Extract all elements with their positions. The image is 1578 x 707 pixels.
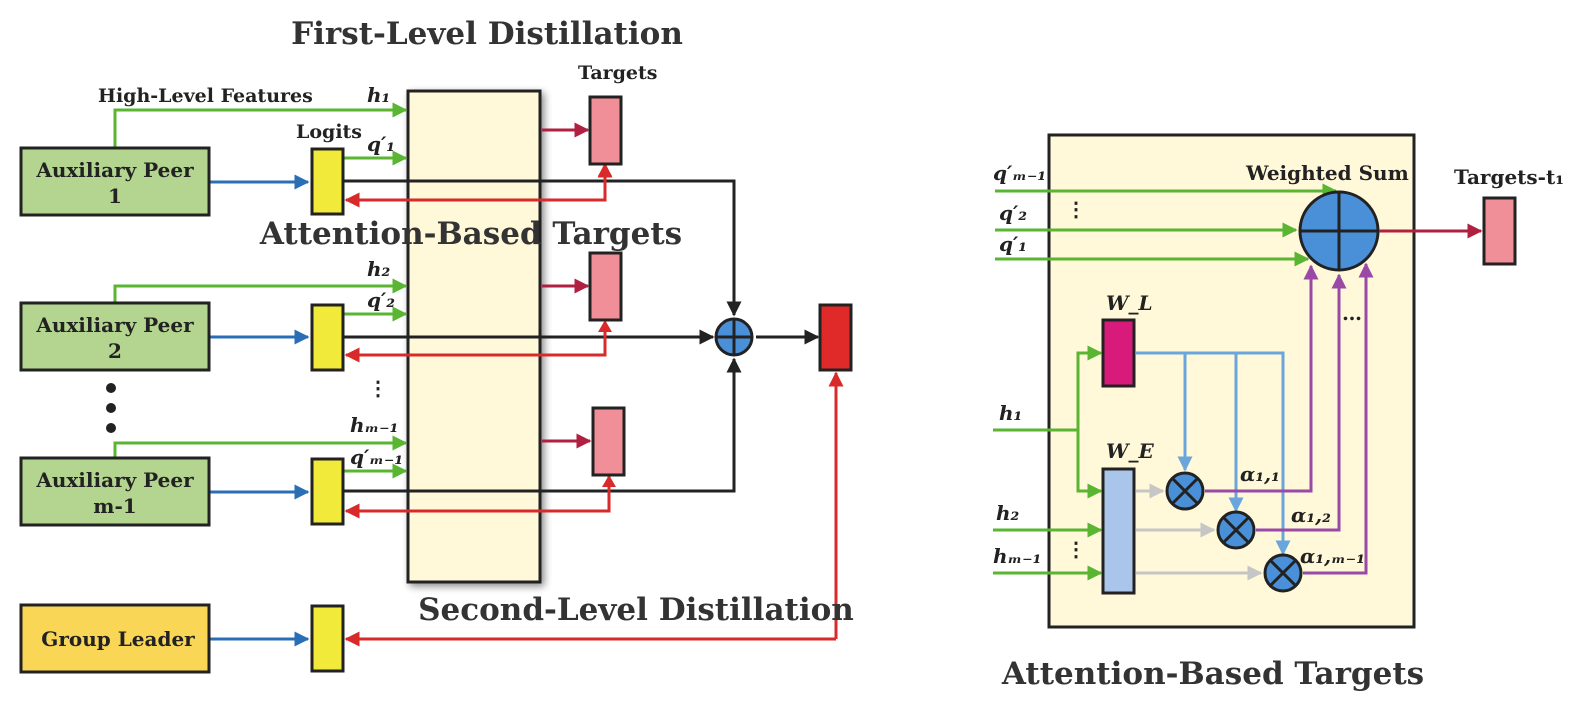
attention-based-targets-title: Attention-Based Targets bbox=[1001, 656, 1424, 692]
multiply-node-m-1 bbox=[1263, 553, 1303, 593]
first-level-title: First-Level Distillation bbox=[291, 16, 683, 52]
second-level-title: Second-Level Distillation bbox=[418, 592, 854, 628]
logit-boxes bbox=[310, 147, 345, 673]
target-boxes bbox=[588, 95, 626, 477]
q-1-input-label: q′₁ bbox=[999, 232, 1027, 256]
high-level-feature-lines bbox=[113, 102, 408, 479]
wl-matrix bbox=[1101, 318, 1136, 388]
peer-label: Auxiliary Peer bbox=[35, 313, 194, 337]
logit-to-sum-lines bbox=[344, 179, 820, 493]
target-1 bbox=[588, 95, 623, 166]
peer-index: 2 bbox=[108, 339, 122, 363]
h-input-lines bbox=[993, 345, 1103, 581]
logit-m-1 bbox=[310, 457, 345, 526]
qm1-label: q′ₘ₋₁ bbox=[350, 445, 403, 469]
left-diagram: Auxiliary Peer 1 Auxiliary Peer 2 Auxili… bbox=[19, 16, 854, 674]
logit-leader bbox=[310, 604, 345, 673]
multiply-node-2 bbox=[1216, 510, 1256, 550]
we-label: W_E bbox=[1106, 439, 1154, 463]
targets-t1-label: Targets-t₁ bbox=[1454, 165, 1564, 189]
we-output-lines bbox=[1136, 483, 1263, 581]
h-m-1-input-label: hₘ₋₁ bbox=[993, 544, 1041, 568]
right-diagram: Weighted Sum Targets-t₁ q′ₘ₋₁ q′₂ q′₁ ⋮ … bbox=[993, 133, 1564, 692]
peer-logit-arrows bbox=[210, 174, 310, 647]
q2-label: q′₂ bbox=[367, 288, 395, 312]
sum-node bbox=[714, 317, 754, 357]
alpha-1-m-1-label: α₁,ₘ₋₁ bbox=[1300, 544, 1365, 568]
q-m-1-input-label: q′ₘ₋₁ bbox=[993, 161, 1046, 185]
peer-ellipsis-dots bbox=[106, 383, 116, 433]
auxiliary-peer-1: Auxiliary Peer 1 bbox=[19, 146, 211, 217]
target-up-arrowheads bbox=[598, 164, 616, 487]
target-2 bbox=[588, 251, 623, 322]
peer-index: m-1 bbox=[93, 494, 136, 518]
weighted-sum-label: Weighted Sum bbox=[1245, 161, 1409, 185]
panel-to-target-arrows bbox=[542, 122, 592, 449]
high-level-features-label: High-Level Features bbox=[98, 85, 313, 107]
peer-label: Auxiliary Peer bbox=[35, 158, 194, 182]
attention-based-targets-overlay: Attention-Based Targets bbox=[259, 216, 682, 252]
weighted-sum-node bbox=[1298, 190, 1380, 272]
alpha-1-2-label: α₁,₂ bbox=[1291, 503, 1331, 527]
target-t1 bbox=[1482, 196, 1517, 266]
target-m-1 bbox=[591, 406, 626, 477]
wl-label: W_L bbox=[1106, 291, 1153, 315]
vertical-ellipsis: ⋮ bbox=[368, 376, 388, 400]
alpha-1-1-label: α₁,₁ bbox=[1240, 462, 1280, 486]
wl-output-lines bbox=[1136, 351, 1291, 556]
h-ellipsis: ⋮ bbox=[1066, 537, 1086, 561]
h2-label: h₂ bbox=[367, 257, 391, 281]
q-2-input-label: q′₂ bbox=[999, 201, 1027, 225]
auxiliary-peer-2: Auxiliary Peer 2 bbox=[19, 301, 211, 372]
peer-index: 1 bbox=[108, 184, 122, 208]
logits-label: Logits bbox=[296, 121, 362, 143]
peer-label: Auxiliary Peer bbox=[35, 468, 194, 492]
we-matrix bbox=[1101, 467, 1136, 595]
h1-label: h₁ bbox=[367, 83, 390, 107]
q1-label: q′₁ bbox=[367, 132, 395, 156]
h-2-input-label: h₂ bbox=[996, 501, 1020, 525]
auxiliary-peer-m-1: Auxiliary Peer m-1 bbox=[19, 456, 211, 527]
targets-label: Targets bbox=[578, 62, 658, 84]
logit-1 bbox=[310, 147, 345, 216]
logit-2 bbox=[310, 303, 345, 372]
group-leader: Group Leader bbox=[19, 603, 211, 674]
multiply-node-1 bbox=[1165, 471, 1205, 511]
hm1-label: hₘ₋₁ bbox=[350, 413, 398, 437]
alpha-output-lines bbox=[1205, 262, 1374, 575]
h-1-input-label: h₁ bbox=[999, 401, 1022, 425]
q-input-lines bbox=[995, 183, 1338, 267]
q-ellipsis: ⋮ bbox=[1066, 197, 1086, 221]
group-leader-label: Group Leader bbox=[41, 627, 195, 651]
ensemble-output bbox=[818, 303, 853, 372]
alpha-ellipsis: … bbox=[1342, 301, 1362, 325]
